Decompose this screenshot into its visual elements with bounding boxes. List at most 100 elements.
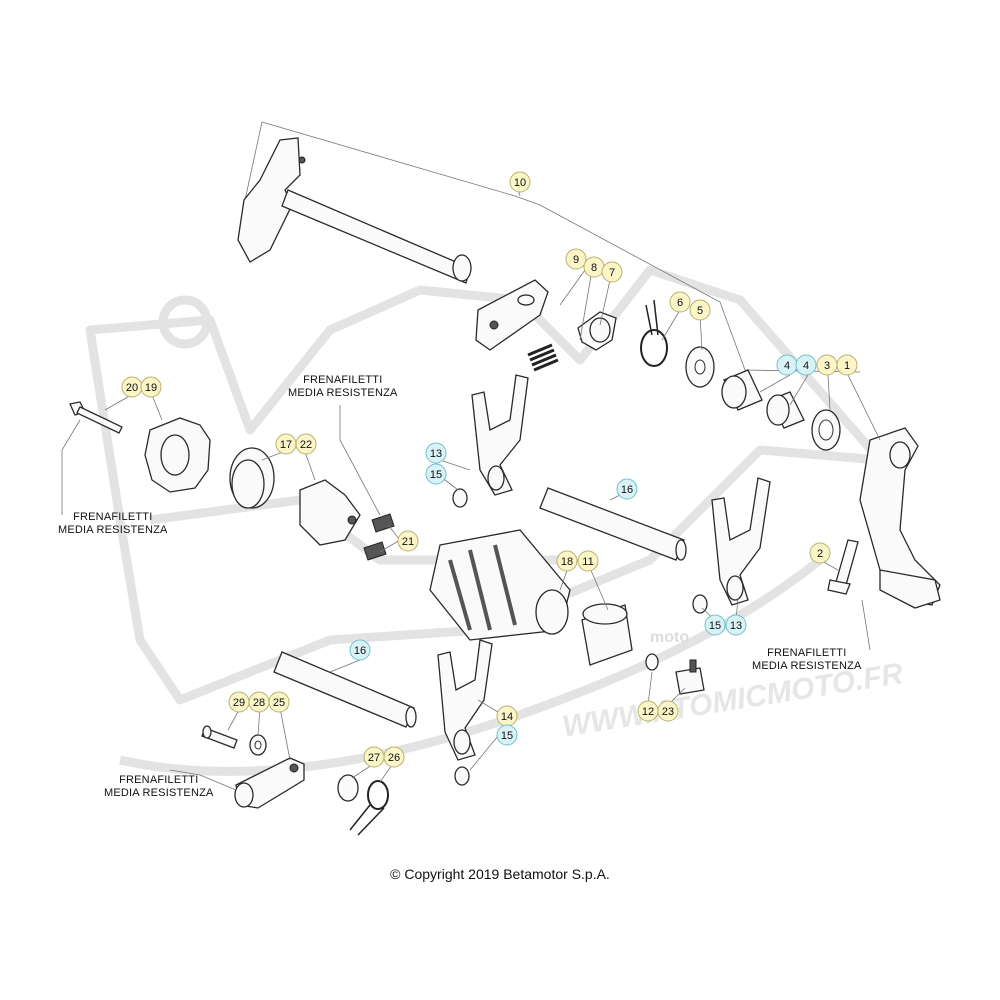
part-screws-21 (363, 513, 395, 561)
callout-2: 2 (809, 542, 831, 564)
part-seal-3 (811, 409, 841, 451)
callout-20: 20 (121, 376, 143, 398)
part-fork-13a (471, 374, 529, 496)
part-washer-12 (645, 653, 659, 671)
threadlock-note-right-line1: FRENAFILETTI (767, 647, 847, 659)
callout-18: 18 (556, 550, 578, 572)
part-fork-shaft-16b (273, 651, 417, 728)
callout-21: 21 (397, 530, 419, 552)
threadlock-note-top: FRENAFILETTI MEDIA RESISTENZA (288, 374, 398, 400)
part-bushing-4b (766, 391, 805, 429)
callout-28: 28 (248, 691, 270, 713)
part-shift-lever (859, 427, 941, 609)
svg-text:26: 26 (388, 752, 400, 764)
svg-text:19: 19 (145, 382, 157, 394)
callout-22: 22 (295, 433, 317, 455)
part-fork-shaft-16a (539, 487, 687, 561)
callout-6: 6 (669, 291, 691, 313)
callout-26: 26 (383, 746, 405, 768)
callout-8: 8 (583, 256, 605, 278)
svg-text:20: 20 (126, 382, 138, 394)
svg-text:8: 8 (591, 262, 597, 274)
callout-13a: 13 (425, 442, 447, 464)
svg-text:4: 4 (803, 360, 809, 372)
part-shift-shaft (237, 137, 472, 284)
callout-5: 5 (689, 299, 711, 321)
svg-text:9: 9 (573, 254, 579, 266)
svg-text:13: 13 (430, 448, 442, 460)
callout-13b: 13 (725, 614, 747, 636)
callout-15c: 15 (496, 724, 518, 746)
svg-text:13: 13 (730, 620, 742, 632)
callout-4b: 4 (795, 354, 817, 376)
callout-12: 12 (637, 700, 659, 722)
svg-text:27: 27 (368, 752, 380, 764)
svg-text:7: 7 (609, 267, 615, 279)
svg-text:23: 23 (662, 706, 674, 718)
svg-text:5: 5 (697, 305, 703, 317)
callout-bubbles: 10 9 8 7 6 5 4 4 3 1 20 19 17 22 13 15 2… (121, 171, 858, 768)
callout-10: 10 (509, 171, 531, 193)
threadlock-note-left-line1: FRENAFILETTI (73, 511, 153, 523)
callout-3: 3 (816, 354, 838, 376)
part-spring-8 (527, 343, 559, 372)
part-spring-6 (640, 299, 668, 367)
svg-text:18: 18 (561, 556, 573, 568)
threadlock-note-bottom-line2: MEDIA RESISTENZA (104, 787, 214, 799)
svg-text:16: 16 (621, 484, 633, 496)
part-bolt-20 (69, 401, 123, 434)
svg-text:15: 15 (709, 620, 721, 632)
svg-text:3: 3 (824, 360, 830, 372)
threadlock-note-left-line2: MEDIA RESISTENZA (58, 524, 168, 536)
svg-text:6: 6 (677, 297, 683, 309)
callout-15a: 15 (425, 463, 447, 485)
part-cam-7 (577, 311, 617, 351)
svg-text:21: 21 (402, 536, 414, 548)
part-spring-26 (349, 780, 389, 836)
part-washer-5 (685, 346, 715, 388)
part-sensor-23 (675, 659, 705, 695)
threadlock-note-top-line2: MEDIA RESISTENZA (288, 387, 398, 399)
callout-4a: 4 (776, 354, 798, 376)
part-fork-14 (437, 639, 493, 761)
svg-text:28: 28 (253, 697, 265, 709)
svg-text:25: 25 (273, 697, 285, 709)
part-fork-13b (711, 477, 771, 606)
threadlock-note-left: FRENAFILETTI MEDIA RESISTENZA (58, 511, 168, 537)
svg-text:29: 29 (233, 697, 245, 709)
callout-16a: 16 (616, 478, 638, 500)
svg-text:10: 10 (514, 177, 526, 189)
part-rollers-15 (452, 488, 708, 786)
svg-text:4: 4 (784, 360, 790, 372)
part-shift-drum (429, 529, 571, 641)
part-washer-28 (249, 734, 267, 756)
callout-19: 19 (140, 376, 162, 398)
svg-text:17: 17 (280, 439, 292, 451)
callout-25: 25 (268, 691, 290, 713)
callout-14: 14 (496, 705, 518, 727)
callout-17: 17 (275, 433, 297, 455)
callout-29: 29 (228, 691, 250, 713)
svg-text:16: 16 (354, 645, 366, 657)
callout-1: 1 (836, 354, 858, 376)
group-frames (244, 121, 861, 373)
svg-text:15: 15 (430, 469, 442, 481)
part-bolt-29 (201, 725, 238, 749)
callout-23: 23 (657, 700, 679, 722)
threadlock-note-bottom: FRENAFILETTI MEDIA RESISTENZA (104, 774, 214, 800)
svg-text:14: 14 (501, 711, 513, 723)
part-bushing-4a (721, 369, 763, 411)
threadlock-note-top-line1: FRENAFILETTI (303, 374, 383, 386)
svg-text:11: 11 (582, 556, 593, 568)
part-selector-plate (475, 279, 549, 351)
callout-11: 11 (577, 550, 599, 572)
callout-9: 9 (565, 248, 587, 270)
part-bolt-2 (827, 539, 859, 595)
copyright-notice: © Copyright 2019 Betamotor S.p.A. (390, 866, 610, 882)
callout-16b: 16 (349, 639, 371, 661)
svg-text:15: 15 (501, 730, 513, 742)
svg-text:2: 2 (817, 548, 823, 560)
callout-27: 27 (363, 746, 385, 768)
part-retainer-plate-22 (299, 479, 361, 546)
